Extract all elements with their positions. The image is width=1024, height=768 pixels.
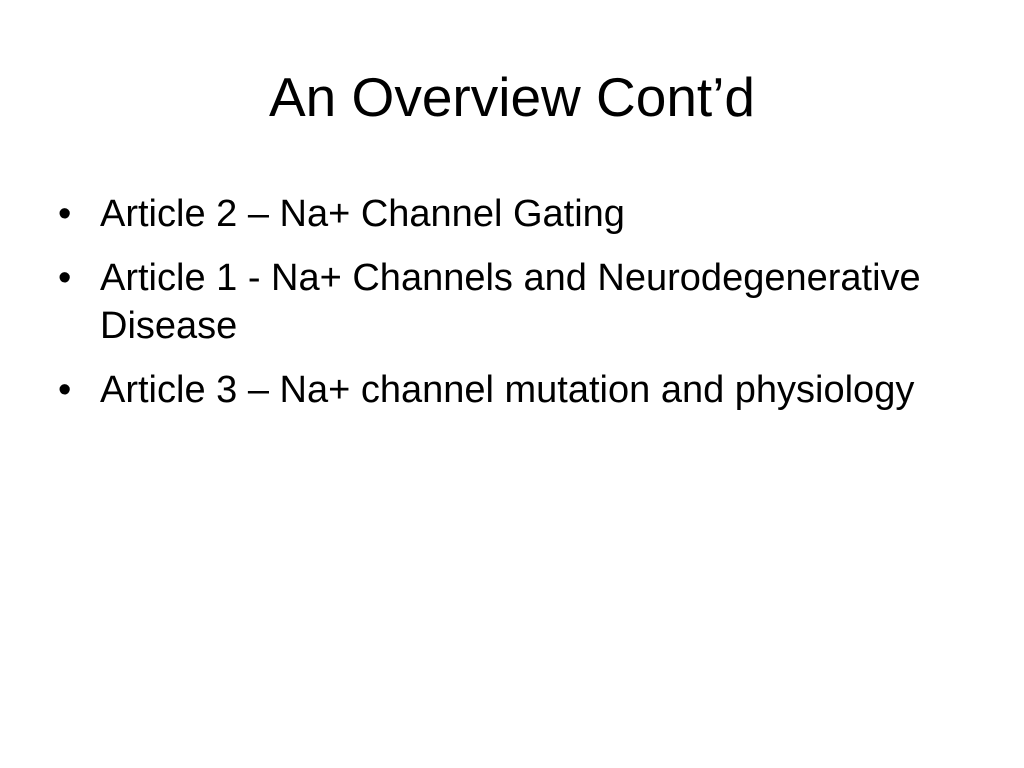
bullet-text: Article 2 – Na+ Channel Gating: [100, 193, 625, 235]
bullet-item-article-2: • Article 2 – Na+ Channel Gating: [58, 190, 958, 238]
bullet-text: Article 1 - Na+ Channels and Neurodegene…: [100, 257, 921, 347]
bullet-dot-icon: •: [58, 257, 72, 299]
bullet-text: Article 3 – Na+ channel mutation and phy…: [100, 369, 915, 411]
bullet-dot-icon: •: [58, 193, 72, 235]
bullet-list: • Article 2 – Na+ Channel Gating • Artic…: [58, 190, 958, 430]
slide-title: An Overview Cont’d: [268, 66, 756, 128]
bullet-dot-icon: •: [58, 369, 72, 411]
bullet-item-article-1: • Article 1 - Na+ Channels and Neurodege…: [58, 254, 958, 350]
bullet-item-article-3: • Article 3 – Na+ channel mutation and p…: [58, 366, 958, 414]
